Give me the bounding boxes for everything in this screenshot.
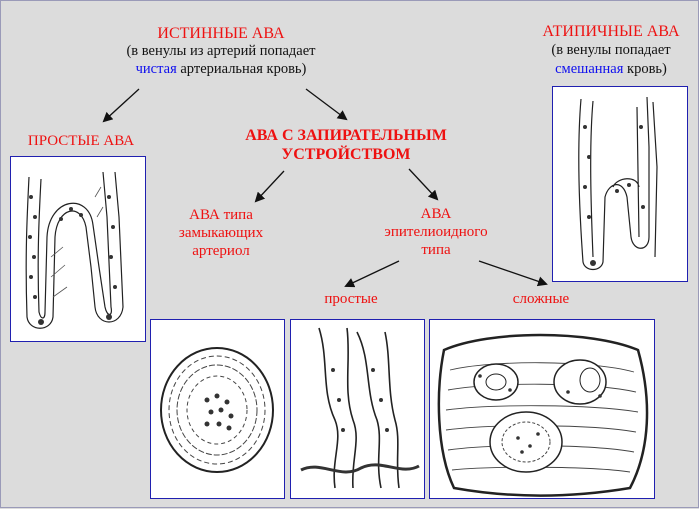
atypical-ava-title: АТИПИЧНЫЕ АВА: [542, 23, 680, 40]
true-ava-desc-line1: (в венулы из артерий попадает: [126, 43, 316, 59]
epithelioid-complex-illustration: [429, 319, 655, 499]
lock-ava-line1: АВА С ЗАПИРАТЕЛЬНЫМ: [245, 127, 447, 144]
atypical-ava-desc-line2: смешанная кровь): [526, 61, 696, 78]
epi-complex-label: сложные: [512, 291, 570, 307]
arrow-to-epi-simple: [344, 260, 400, 288]
atypical-ava-illustration: [552, 86, 688, 282]
atypical-ava-highlight: смешанная: [555, 61, 624, 77]
arrow-to-simple-ava: [102, 88, 140, 123]
true-ava-desc-line2: чистая артериальная кровь): [91, 61, 351, 78]
closing-arteriole-line3: артериол: [192, 243, 250, 259]
arrow-to-lock-ava: [305, 88, 348, 121]
epithelioid-line3: типа: [421, 242, 451, 258]
closing-arteriole-type: типа: [219, 207, 253, 223]
closing-arteriole-red: АВА: [189, 207, 220, 223]
arrow-to-epithelioid: [408, 168, 439, 201]
true-ava-highlight: чистая: [135, 61, 177, 77]
lock-ava-line2: УСТРОЙСТВОМ: [281, 146, 411, 163]
closing-arteriole-line2: замыкающих: [178, 225, 264, 241]
true-ava-title: ИСТИННЫЕ АВА: [157, 25, 285, 42]
epi-simple-label: простые: [324, 291, 378, 307]
atypical-ava-desc-rest: кровь): [623, 61, 667, 77]
epithelioid-simple-illustration: [290, 319, 425, 499]
simple-ava-title: ПРОСТЫЕ АВА: [27, 133, 135, 149]
arrow-to-epi-complex: [478, 260, 548, 287]
closing-arteriole-line1: АВА типа: [161, 207, 281, 224]
closing-arteriole-illustration: [150, 319, 285, 499]
simple-ava-illustration: [10, 156, 146, 342]
true-ava-desc-rest: артериальная кровь): [176, 61, 307, 77]
arrow-to-closing-arteriole: [254, 170, 285, 203]
epithelioid-line1: АВА: [420, 206, 452, 222]
atypical-ava-desc-line1: (в венулы попадает: [551, 42, 671, 58]
epithelioid-line2: эпителиоидного: [384, 224, 488, 240]
